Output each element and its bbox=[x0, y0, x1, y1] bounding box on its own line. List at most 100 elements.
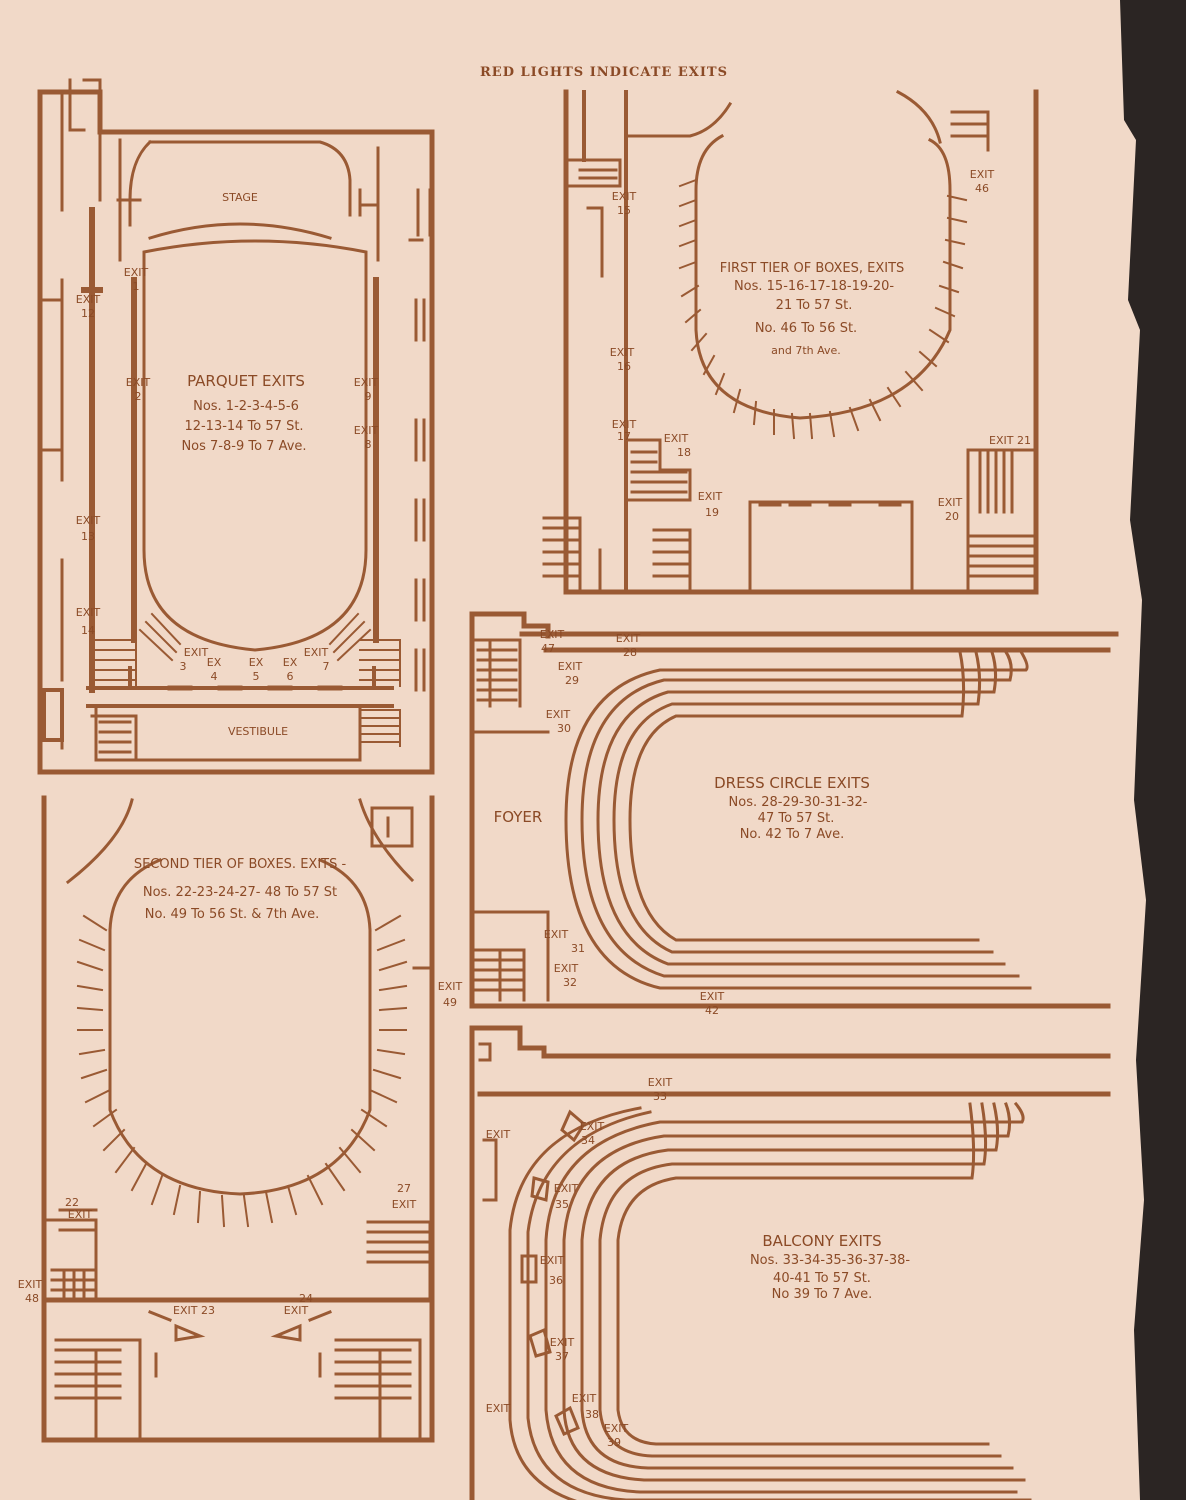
exit-8-number: 8 bbox=[365, 438, 372, 451]
exit-3-label: EXIT bbox=[184, 646, 209, 659]
exit-1-label: EXIT bbox=[124, 266, 149, 279]
dress-circle-line-1: Nos. 28-29-30-31-32- bbox=[729, 795, 868, 810]
exit-27-label: EXIT bbox=[392, 1198, 417, 1211]
exit-46-number: 46 bbox=[975, 182, 989, 195]
dress-circle-line-3: No. 42 To 7 Ave. bbox=[740, 827, 845, 842]
first-tier-line-3: No. 46 To 56 St. bbox=[755, 321, 857, 336]
balcony-line-1: Nos. 33-34-35-36-37-38- bbox=[750, 1253, 910, 1268]
exit-17-label: EXIT bbox=[612, 418, 637, 431]
exit-36-label: EXIT bbox=[540, 1254, 565, 1267]
exit-bottom-label: EXIT bbox=[486, 1402, 511, 1415]
exit-18-label: EXIT bbox=[664, 432, 689, 445]
exit-29-number: 29 bbox=[565, 674, 579, 687]
exit-32-label: EXIT bbox=[554, 962, 579, 975]
exit-20-label: EXIT bbox=[938, 496, 963, 509]
exit-34-label: EXIT bbox=[580, 1120, 605, 1133]
exit-33-label: EXIT bbox=[648, 1076, 673, 1089]
exit-34-number: 34 bbox=[581, 1134, 595, 1147]
exit-22-number: 22 bbox=[65, 1196, 79, 1209]
header-red-lights: RED LIGHTS INDICATE EXITS bbox=[480, 65, 728, 80]
exit-29-label: EXIT bbox=[558, 660, 583, 673]
exit-38-label: EXIT bbox=[572, 1392, 597, 1405]
exit-28-label: EXIT bbox=[616, 632, 641, 645]
exit-37-number: 37 bbox=[555, 1350, 569, 1363]
balcony-title: BALCONY EXITS bbox=[762, 1232, 881, 1250]
exit-20-number: 20 bbox=[945, 510, 959, 523]
paper-sheet bbox=[0, 0, 1146, 1500]
balcony-labels: BALCONY EXITS Nos. 33-34-35-36-37-38- 40… bbox=[486, 1076, 911, 1449]
second-tier-plan bbox=[41, 795, 435, 1443]
exit-31-label: EXIT bbox=[544, 928, 569, 941]
dress-circle-labels: FOYER DRESS CIRCLE EXITS Nos. 28-29-30-3… bbox=[494, 628, 870, 1017]
exit-48-number: 48 bbox=[25, 1292, 39, 1305]
exit-16-number: 16 bbox=[617, 360, 631, 373]
exit-2-number: 2 bbox=[135, 390, 142, 403]
exit-9-label: EXIT bbox=[354, 376, 379, 389]
exit-47-number: 47 bbox=[541, 642, 555, 655]
exit-13-label: EXIT bbox=[76, 514, 101, 527]
exit-1-number: 1 bbox=[133, 280, 140, 293]
vestibule-label: VESTIBULE bbox=[228, 725, 288, 738]
exit-19-label: EXIT bbox=[698, 490, 723, 503]
second-tier-line-2: No. 49 To 56 St. & 7th Ave. bbox=[145, 907, 319, 922]
exit-24-number: 24 bbox=[299, 1292, 313, 1305]
exit-9-number: 9 bbox=[365, 390, 372, 403]
exit-32-number: 32 bbox=[563, 976, 577, 989]
exit-14-number: 14 bbox=[81, 624, 95, 637]
exit-47-label: EXIT bbox=[540, 628, 565, 641]
dress-circle-line-2: 47 To 57 St. bbox=[758, 811, 835, 826]
exit-6-label: EX bbox=[283, 656, 298, 669]
exit-12-label: EXIT bbox=[76, 293, 101, 306]
exit-2-label: EXIT bbox=[126, 376, 151, 389]
exit-24-label: EXIT bbox=[284, 1304, 309, 1317]
exit-14-label: EXIT bbox=[76, 606, 101, 619]
exit-6-number: 6 bbox=[287, 670, 294, 683]
exit-36-number: 36 bbox=[549, 1274, 563, 1287]
exit-7-label: EXIT bbox=[304, 646, 329, 659]
exit-18-number: 18 bbox=[677, 446, 691, 459]
parquet-line-1: Nos. 1-2-3-4-5-6 bbox=[193, 399, 299, 414]
parquet-labels: STAGE VESTIBULE PARQUET EXITS Nos. 1-2-3… bbox=[76, 191, 379, 738]
first-tier-title: FIRST TIER OF BOXES, EXITS bbox=[720, 261, 905, 276]
parquet-line-3: Nos 7-8-9 To 7 Ave. bbox=[181, 439, 306, 454]
exit-22-label: EXIT bbox=[68, 1208, 93, 1221]
exit-49-number: 49 bbox=[443, 996, 457, 1009]
exit-37-label: EXIT bbox=[550, 1336, 575, 1349]
balcony-line-2: 40-41 To 57 St. bbox=[773, 1271, 871, 1286]
exit-23-label: EXIT 23 bbox=[173, 1304, 215, 1317]
exit-8-label: EXIT bbox=[354, 424, 379, 437]
exit-5-label: EX bbox=[249, 656, 264, 669]
first-tier-line-2: 21 To 57 St. bbox=[776, 298, 853, 313]
exit-31-number: 31 bbox=[571, 942, 585, 955]
exit-30-number: 30 bbox=[557, 722, 571, 735]
exit-15-label: EXIT bbox=[612, 190, 637, 203]
balcony-line-3: No 39 To 7 Ave. bbox=[772, 1287, 873, 1302]
first-tier-plan bbox=[542, 89, 1039, 595]
parquet-exits-title: PARQUET EXITS bbox=[187, 372, 305, 390]
exit-15-number: 15 bbox=[617, 204, 631, 217]
exit-left-label: EXIT bbox=[486, 1128, 511, 1141]
exit-19-number: 19 bbox=[705, 506, 719, 519]
stage-label: STAGE bbox=[222, 191, 258, 204]
parquet-plan bbox=[37, 78, 435, 775]
exit-42-label: EXIT bbox=[700, 990, 725, 1003]
exit-3-number: 3 bbox=[180, 660, 187, 673]
exit-38-number: 38 bbox=[585, 1408, 599, 1421]
dress-circle-plan bbox=[469, 611, 1119, 1009]
exit-35-label: EXIT bbox=[554, 1182, 579, 1195]
second-tier-labels: SECOND TIER OF BOXES. EXITS - Nos. 22-23… bbox=[18, 857, 463, 1317]
exit-21-label: EXIT 21 bbox=[989, 434, 1031, 447]
exit-48-label: EXIT bbox=[18, 1278, 43, 1291]
exit-28-number: 28 bbox=[623, 646, 637, 659]
second-tier-title: SECOND TIER OF BOXES. EXITS - bbox=[134, 857, 347, 872]
exit-49-label: EXIT bbox=[438, 980, 463, 993]
exit-4-number: 4 bbox=[211, 670, 218, 683]
exit-39-label: EXIT bbox=[604, 1422, 629, 1435]
exit-42-number: 42 bbox=[705, 1004, 719, 1017]
exit-17-number: 17 bbox=[617, 430, 631, 443]
exit-35-number: 35 bbox=[555, 1198, 569, 1211]
exit-30-label: EXIT bbox=[546, 708, 571, 721]
exit-7-number: 7 bbox=[323, 660, 330, 673]
first-tier-line-1: Nos. 15-16-17-18-19-20- bbox=[734, 279, 894, 294]
